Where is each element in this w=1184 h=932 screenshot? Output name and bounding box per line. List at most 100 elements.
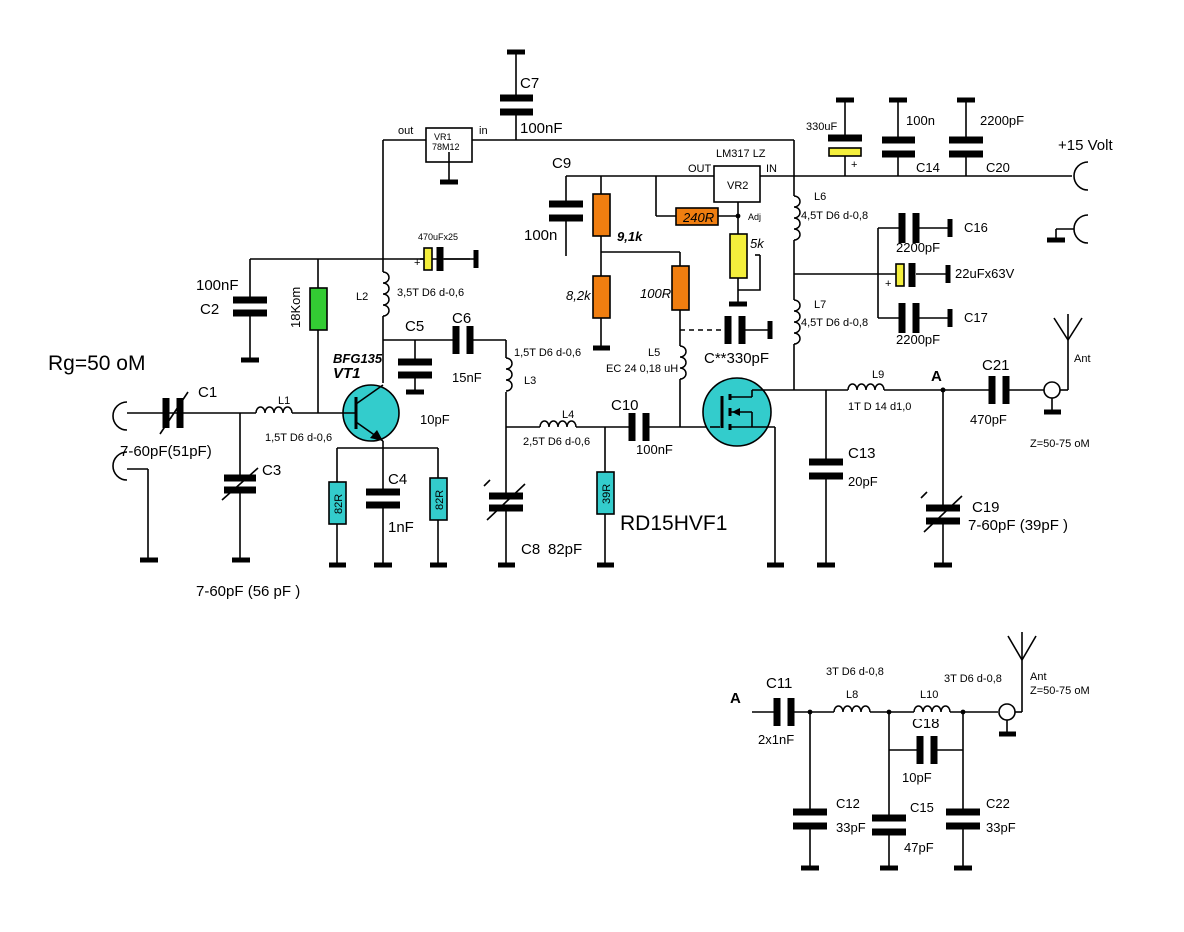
c14-label: C14	[916, 160, 940, 175]
c13-label: C13	[848, 445, 876, 462]
l5-spec: EC 24 0,18 uH	[606, 363, 678, 375]
c22-label: C22	[986, 796, 1010, 811]
c5-value: 10pF	[420, 412, 450, 427]
cstar-label: C**330pF	[704, 350, 769, 367]
l10-label: L10	[920, 689, 938, 701]
c22-value: 33pF	[986, 820, 1016, 835]
c16-label: C16	[964, 220, 988, 235]
c18-value: 10pF	[902, 770, 932, 785]
l2-spec: 3,5T D6 d-0,6	[397, 287, 464, 299]
c4-label: C4	[388, 471, 407, 488]
c2-value: 100nF	[196, 277, 239, 294]
c12-value: 33pF	[836, 820, 866, 835]
l7-spec: 4,5T D6 d-0,8	[801, 317, 868, 329]
r18k-label: 18Kom	[288, 287, 303, 328]
l4-label: L4	[562, 409, 574, 421]
vr2-in: IN	[766, 163, 777, 175]
c1-value: 7-60pF(51pF)	[120, 443, 212, 460]
output-section: L6 4,5T D6 d-0,8 2200pF C16 + 22uFx63V 2…	[620, 176, 1091, 568]
vt1-type: BFG135	[333, 351, 383, 366]
c21-label: C21	[982, 357, 1010, 374]
rg-label: Rg=50 oM	[48, 352, 145, 375]
vr1-label: VR1	[434, 132, 452, 142]
c470-label: 470uFx25	[418, 232, 458, 242]
filter-a-label: A	[730, 690, 741, 707]
vr1-in: in	[479, 125, 488, 137]
r39-label: 39R	[601, 484, 613, 504]
l8-spec: 3T D6 d-0,8	[826, 666, 884, 678]
svg-text:+: +	[885, 278, 891, 290]
c17-value: 2200pF	[896, 332, 940, 347]
l6-label: L6	[814, 191, 826, 203]
c7-label: C7	[520, 75, 539, 92]
node-a-label: A	[931, 368, 942, 385]
potentiometer-5k	[729, 233, 748, 279]
l3-label: L3	[524, 375, 536, 387]
c1-label: C1	[198, 384, 217, 401]
l1-spec: 1,5T D6 d-0,6	[265, 432, 332, 444]
ant2-label: Ant	[1030, 671, 1047, 683]
vcc-connector-icon	[1073, 161, 1089, 191]
vt1-label: VT1	[333, 365, 361, 382]
c16-value: 2200pF	[896, 240, 940, 255]
l7-label: L7	[814, 299, 826, 311]
z-label: Z=50-75 oM	[1030, 438, 1090, 450]
c15-value: 47pF	[904, 840, 934, 855]
vr2-out: OUT	[688, 163, 712, 175]
resistor-100r	[671, 265, 690, 311]
c21-value: 470pF	[970, 412, 1007, 427]
input-section: C1 7-60pF(51pF) C3 7-60pF (56 pF ) L1 1,…	[48, 352, 332, 600]
cap-470uf	[423, 247, 433, 271]
c19-label: C19	[972, 499, 1000, 516]
c6-value: 15nF	[452, 370, 482, 385]
c10-value: 100nF	[636, 442, 673, 457]
vr1-out: out	[398, 125, 413, 137]
coax-connector-icon	[1043, 381, 1061, 399]
cap-22uf	[895, 263, 905, 287]
vt1-stage: 100nF C2 18Kom + 470uFx25 L2 3,5T D6 d-0…	[196, 139, 710, 568]
r91k-label: 9,1k	[617, 229, 643, 244]
z2-label: Z=50-75 oM	[1030, 685, 1090, 697]
r82k-label: 8,2k	[566, 288, 592, 303]
r240-label: 240R	[682, 210, 714, 225]
r82a-label: 82R	[333, 494, 345, 514]
l6-spec: 4,5T D6 d-0,8	[801, 210, 868, 222]
mosfet-label: RD15HVF1	[620, 512, 727, 535]
c11-label: C11	[766, 675, 792, 692]
l2-label: L2	[356, 291, 368, 303]
c5-label: C5	[405, 318, 424, 335]
vr2-label: VR2	[727, 180, 748, 192]
r100-label: 100R	[640, 286, 671, 301]
r5k-label: 5k	[750, 236, 765, 251]
c18-label: C18	[912, 715, 940, 732]
c17-label: C17	[964, 310, 988, 325]
r82b-label: 82R	[434, 490, 446, 510]
c11-value: 2x1nF	[758, 732, 794, 747]
svg-text:+: +	[851, 159, 857, 171]
c3-label: C3	[262, 462, 281, 479]
c20-label: C20	[986, 160, 1010, 175]
ant-label: Ant	[1074, 353, 1091, 365]
c7-value: 100nF	[520, 120, 563, 137]
c15-label: C15	[910, 800, 934, 815]
input-connector-icon	[112, 401, 128, 431]
supply-section: VR1 78M12 out in C7 100nF +15 Volt + 330…	[398, 49, 1113, 244]
cap-330uf	[828, 147, 862, 157]
resistor-9k1	[592, 193, 611, 237]
resistor-8k2	[592, 275, 611, 319]
l9-label: L9	[872, 369, 884, 381]
l1-label: L1	[278, 395, 290, 407]
vr1-type: 78M12	[432, 142, 460, 152]
coax-connector-2-icon	[998, 703, 1016, 721]
c8-label: C8	[521, 541, 540, 558]
c10-label: C10	[611, 397, 639, 414]
gate-bias-section: VR2 LM317 LZ OUT IN Adj C9 100n 9,1k 8,2…	[524, 148, 777, 427]
c330u-label: 330uF	[806, 121, 837, 133]
c14-value: 100n	[906, 113, 935, 128]
vcc-label: +15 Volt	[1058, 137, 1113, 154]
l4-spec: 2,5T D6 d-0,6	[523, 436, 590, 448]
svg-text:+: +	[414, 257, 420, 269]
c4-value: 1nF	[388, 519, 414, 536]
l5-label: L5	[648, 347, 660, 359]
